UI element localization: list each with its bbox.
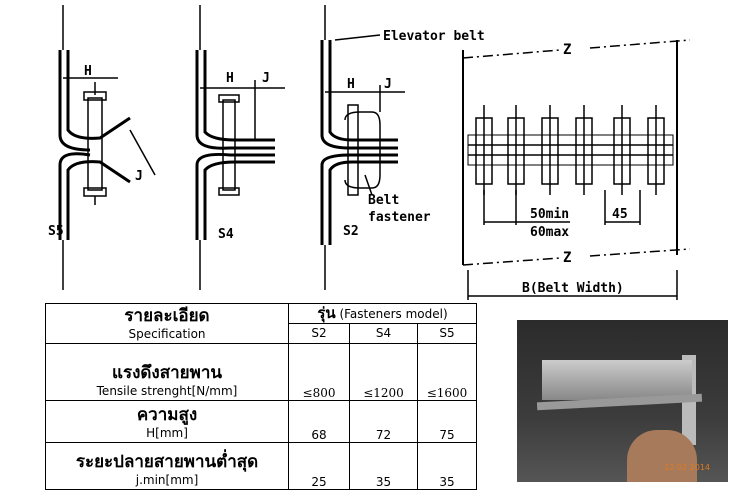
s4-h-label: H	[226, 71, 234, 86]
s2-h-label: H	[347, 77, 355, 92]
s4-label: S4	[218, 227, 234, 242]
s5-drawing: H J S5	[48, 5, 156, 290]
elevator-belt-label: Elevator belt	[383, 29, 485, 44]
s2-label: S2	[343, 224, 359, 239]
break-mark-bottom: Z	[563, 250, 571, 266]
s4-j-label: J	[262, 71, 270, 86]
belt-fastener-label-1: Belt	[368, 193, 399, 208]
fastener-diagram: H J S5 H J S4 Elevator belt H J Belt fas…	[48, 5, 691, 300]
edge-spacing-label: 45	[612, 207, 628, 222]
s5-label: S5	[48, 224, 64, 239]
s2-drawing: Elevator belt H J Belt fastener S2	[320, 5, 485, 290]
s5-h-label: H	[84, 64, 92, 79]
model-s2: S2	[289, 324, 350, 343]
break-mark-top: Z	[563, 42, 571, 58]
front-view-drawing: 50min 60max 45 Z Z B(Belt Width)	[462, 39, 691, 300]
model-s5: S5	[439, 326, 455, 340]
max-spacing-label: 60max	[530, 225, 569, 240]
s2-j-label: J	[384, 77, 392, 92]
model-header: รุ่น (Fasteners model) S2 S4 S5	[288, 303, 477, 344]
belt-fastener-label-2: fastener	[368, 210, 431, 225]
installed-fastener-photo: 12 02 2014	[517, 320, 728, 482]
belt-width-label: B(Belt Width)	[522, 281, 624, 296]
photo-date-stamp: 12 02 2014	[664, 463, 710, 472]
min-spacing-label: 50min	[530, 207, 569, 222]
s4-drawing: H J S4	[195, 5, 285, 290]
s5-j-label: J	[135, 169, 143, 184]
model-s4: S4	[350, 324, 418, 343]
